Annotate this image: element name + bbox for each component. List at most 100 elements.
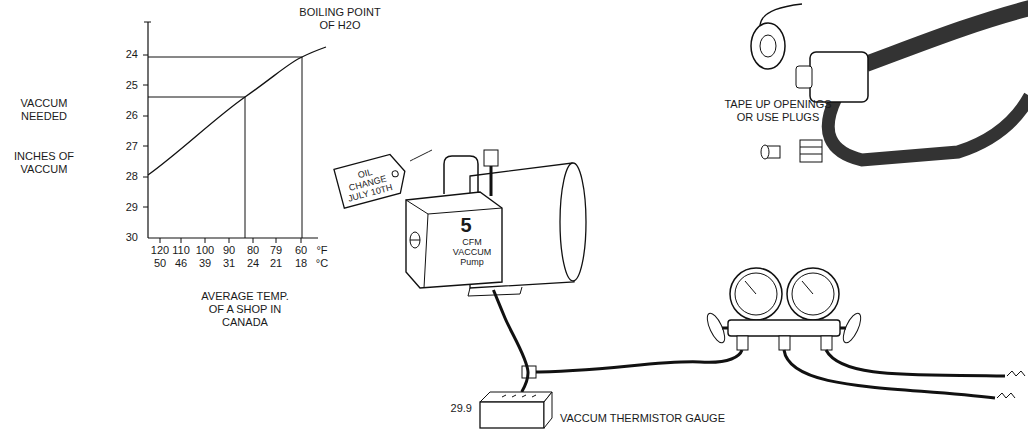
pump-body (406, 192, 502, 288)
gauge-front (480, 402, 544, 428)
manifold-body (728, 320, 840, 336)
axis-tick (276, 238, 277, 243)
low-side-gauge (730, 268, 782, 320)
axis-tick (253, 238, 254, 243)
oil-fill-neck (490, 166, 493, 196)
pump-edge (406, 200, 502, 288)
tag-string (410, 150, 432, 161)
motor-end (560, 163, 586, 281)
thermistor-gauge: 29.9VACCUM THERMISTOR GAUGE (480, 392, 552, 428)
celsius-tick: 50 (145, 257, 175, 270)
reference-line (302, 57, 303, 238)
axis-tick (144, 22, 151, 23)
fahrenheit-tick: 79 (261, 244, 291, 257)
axis-tick (301, 238, 302, 243)
axis-tick (229, 238, 230, 243)
tape-end (760, 4, 802, 25)
fahrenheit-tick: 90 (214, 244, 244, 257)
oil-fill-cap (484, 150, 498, 166)
gauge-leds (502, 395, 536, 397)
hose-fitting (779, 336, 790, 350)
fahrenheit-tick: 110 (166, 244, 196, 257)
hose-end (997, 393, 1015, 398)
fahrenheit-tick: °F (307, 244, 337, 257)
tape-roll (751, 23, 785, 69)
axis-tick (143, 85, 148, 86)
y-tick-label: 26 (108, 109, 138, 122)
axis-tick (205, 238, 206, 243)
knob-stem (722, 327, 728, 330)
nut-thread (800, 147, 822, 148)
hose-end (1007, 371, 1025, 376)
pump-size: 5 (454, 214, 478, 236)
fahrenheit-tick: 60 (286, 244, 316, 257)
x-axis (148, 237, 318, 238)
axis-tick (143, 116, 148, 117)
sight-glass (410, 232, 420, 248)
knob-stem (840, 327, 846, 330)
axis-tick (143, 207, 148, 208)
instruction-note: TAPE UP OPENINGS OR USE PLUGS (722, 98, 834, 124)
reference-line (245, 97, 246, 238)
hose (530, 350, 742, 372)
fahrenheit-tick: 120 (145, 244, 175, 257)
y-tick-label: 27 (108, 140, 138, 153)
hose-nut (800, 140, 822, 162)
gauge-needle (745, 281, 756, 294)
oil-change-tag: OIL CHANGE JULY 10TH (334, 152, 410, 208)
manifold-knob (840, 311, 864, 345)
axis-tick (181, 238, 182, 243)
axis-title: VACCUM NEEDED (4, 97, 84, 123)
hose (826, 350, 1005, 376)
plug-cap (761, 145, 769, 159)
celsius-tick: 21 (261, 257, 291, 270)
vacuum-curve (148, 47, 326, 175)
tag-hole (392, 170, 399, 177)
gauge-top (480, 392, 552, 402)
axis-tick (143, 177, 148, 178)
gauge-face (735, 273, 777, 315)
manifold-knob (704, 311, 728, 345)
gauge-reading: 29.9 (418, 402, 472, 414)
gauge-face (792, 273, 834, 315)
axis-tick (143, 55, 148, 56)
high-side-gauge (787, 268, 839, 320)
tape-core (760, 35, 776, 57)
y-tick-label: 24 (108, 48, 138, 61)
hose-fitting (821, 336, 832, 350)
axis-title: AVERAGE TEMP. OF A SHOP IN CANADA (196, 290, 294, 329)
reference-line (148, 57, 302, 58)
tee-fitting (522, 366, 536, 378)
celsius-tick: 39 (190, 257, 220, 270)
axis-title: INCHES OF VACCUM (2, 150, 86, 176)
nut-thread (800, 154, 822, 155)
tag-outline (334, 152, 410, 208)
gauge-needle (802, 281, 813, 294)
refrigerant-hose (866, 8, 1028, 64)
hose-fitting (737, 336, 748, 350)
node-outline (480, 392, 552, 428)
axis-tick (143, 146, 148, 147)
vacuum-pump: 5CFM VACCUM Pump (402, 150, 527, 290)
celsius-tick: 31 (214, 257, 244, 270)
y-axis (147, 22, 148, 238)
vacuum-hose (493, 290, 528, 392)
pump-foot (468, 287, 522, 296)
y-tick-label: 25 (108, 79, 138, 92)
celsius-tick: 18 (286, 257, 316, 270)
axis-tick (160, 238, 161, 243)
fahrenheit-tick: 80 (238, 244, 268, 257)
pump-rating: CFM VACCUM Pump (448, 238, 496, 268)
fahrenheit-tick: 100 (190, 244, 220, 257)
sight-glass-line (410, 240, 420, 241)
pump-handle (444, 156, 478, 194)
gauge-name: VACCUM THERMISTOR GAUGE (560, 412, 725, 424)
reference-line (148, 97, 245, 98)
fitting-block (810, 52, 868, 102)
y-tick-label: 28 (108, 170, 138, 183)
y-tick-label: 29 (108, 201, 138, 214)
celsius-tick: °C (307, 257, 337, 270)
